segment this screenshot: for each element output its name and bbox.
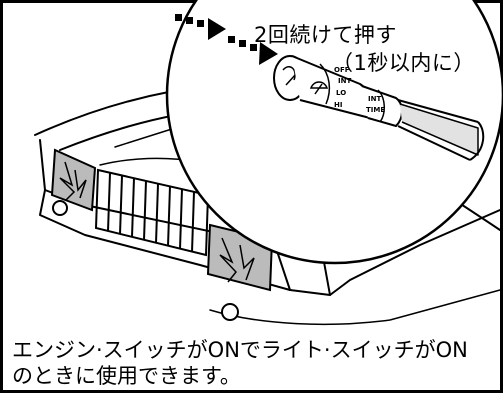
right-fog-lamp <box>221 303 239 321</box>
switch-position-labels: OFF INT LO HI INT TIME <box>334 66 385 114</box>
label-lo: LO <box>336 89 346 97</box>
magnify-circle <box>165 0 503 265</box>
wiper-switch-stalk <box>273 55 485 161</box>
label-time: TIME <box>366 106 385 114</box>
callout-line-2: （1秒以内に） <box>332 51 475 75</box>
callout-line-1: 2回続けて押す <box>254 23 397 47</box>
label-int: INT <box>338 77 351 85</box>
wiper-symbol-icon <box>309 81 329 95</box>
caption-line-1: エンジン·スイッチがONでライト·スイッチがON <box>12 338 468 362</box>
caption-line-2: のときに使用できます。 <box>12 364 241 388</box>
push-arrows <box>175 14 278 65</box>
caption: エンジン·スイッチがONでライト·スイッチがON のときに使用できます。 <box>12 337 497 389</box>
grille <box>94 168 210 257</box>
label-hi: HI <box>334 101 342 109</box>
label-int-ring: INT <box>368 95 381 103</box>
left-headlamp <box>50 148 97 216</box>
label-off: OFF <box>334 66 350 74</box>
left-fog-lamp <box>52 200 68 216</box>
